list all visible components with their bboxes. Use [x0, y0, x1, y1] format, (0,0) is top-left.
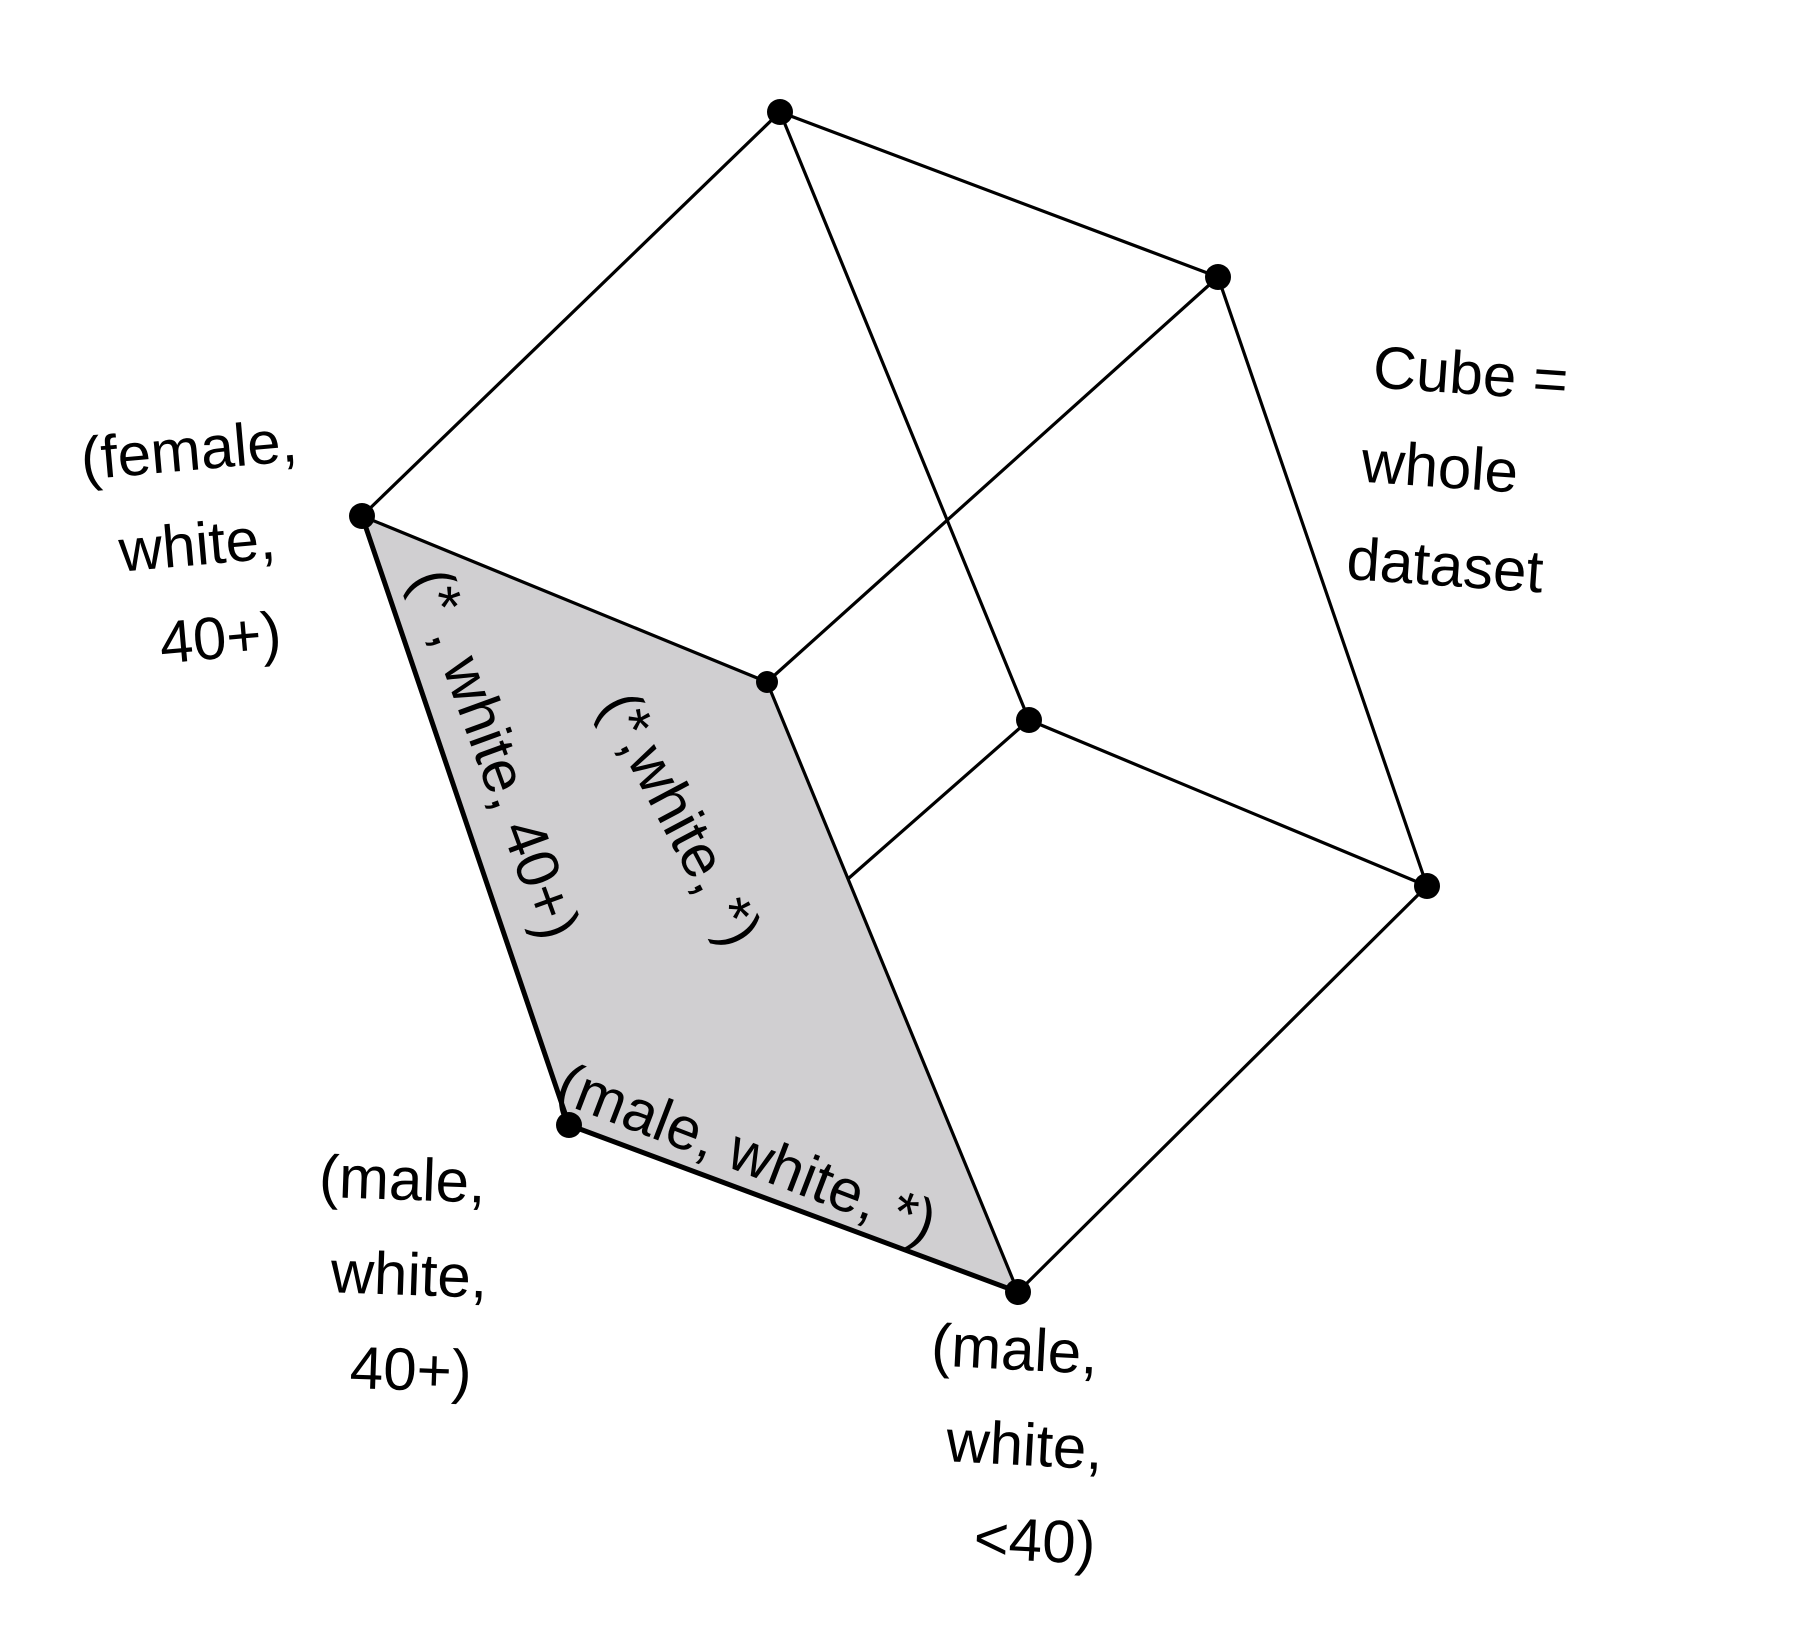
shaded-face: [362, 516, 1018, 1292]
note-line: whole: [1358, 428, 1520, 506]
edge: [1027, 718, 1429, 888]
label-male-white-under40: (male, white, <40): [930, 1311, 1105, 1577]
edge: [360, 514, 769, 684]
label-female-white-40plus: (female, white, 40+): [78, 407, 300, 676]
cube-note: Cube = whole dataset: [1345, 333, 1571, 606]
edge-highlighted: [359, 513, 572, 1128]
label-line: 40+): [157, 599, 284, 676]
label-line: white,: [329, 1238, 489, 1310]
label-line: (male,: [318, 1143, 487, 1216]
label-line: white,: [115, 504, 278, 584]
vertex-female-white-40plus: [349, 503, 375, 529]
edge: [765, 275, 1220, 684]
label-line: 40+): [349, 1334, 473, 1405]
edge: [360, 110, 782, 518]
edge: [765, 680, 1020, 1294]
label-line: (male,: [930, 1311, 1100, 1387]
edge: [778, 110, 1220, 279]
vertex-male-white-40plus: [556, 1112, 582, 1138]
vertex: [1205, 264, 1231, 290]
cube-vertices: [349, 99, 1440, 1305]
vertex-male-white-under40: [1005, 1279, 1031, 1305]
cube-edges: [359, 110, 1429, 1295]
vertex: [756, 671, 778, 693]
label-line: white,: [944, 1407, 1105, 1482]
edge: [1016, 884, 1429, 1294]
vertex: [1016, 707, 1042, 733]
edge: [778, 110, 1031, 722]
edge-highlighted: [566, 1122, 1021, 1295]
edge: [847, 718, 1031, 880]
note-line: dataset: [1345, 525, 1546, 606]
vertex: [767, 99, 793, 125]
edge: [1216, 275, 1429, 888]
vertex: [1414, 873, 1440, 899]
note-line: Cube =: [1371, 333, 1570, 413]
label-male-white-40plus: (male, white, 40+): [318, 1143, 489, 1405]
label-line: (female,: [78, 407, 300, 493]
label-line: <40): [972, 1504, 1097, 1577]
